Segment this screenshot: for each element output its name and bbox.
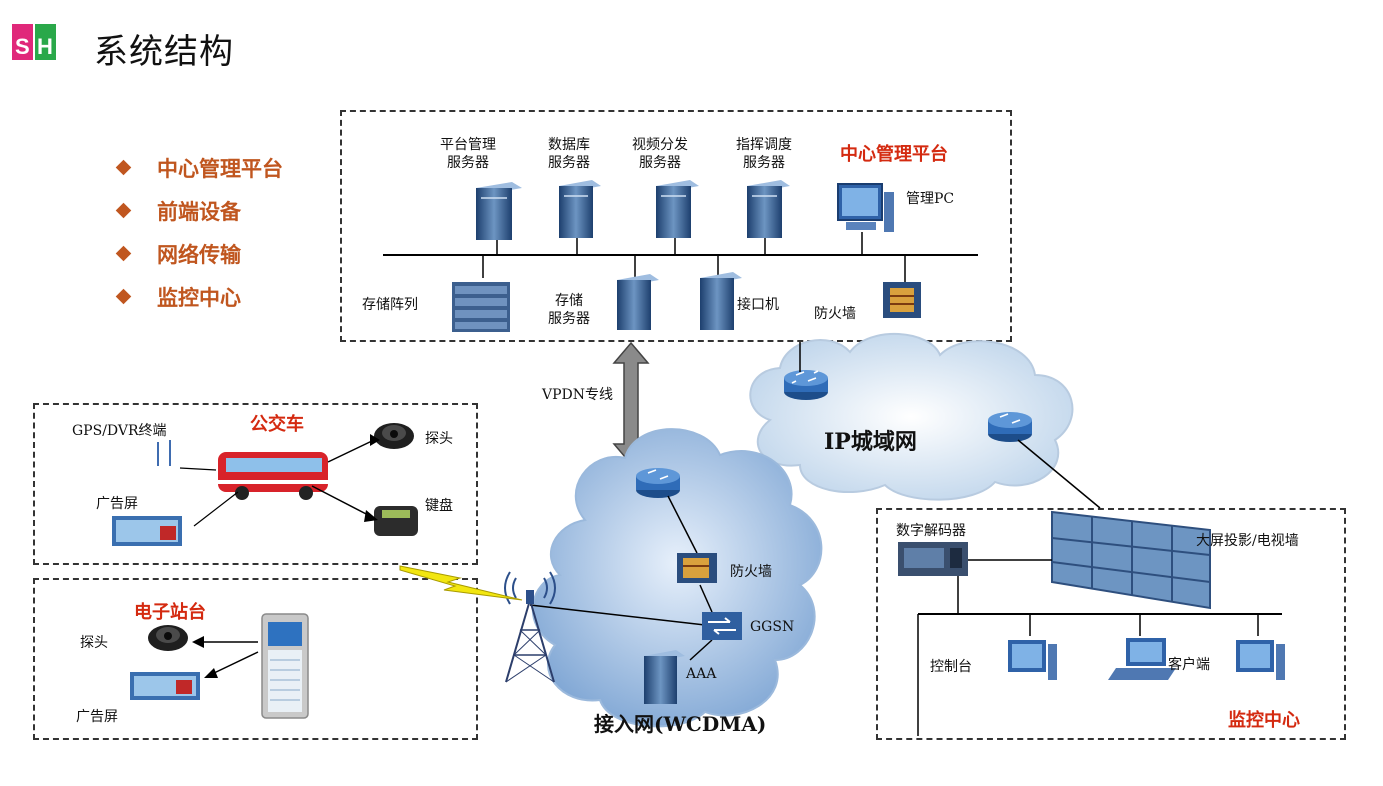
- svg-text:S: S: [15, 34, 30, 59]
- server-icon: [559, 180, 601, 238]
- bus-title: 公交车: [250, 414, 304, 435]
- router-icon: [636, 468, 680, 498]
- cell-tower-icon: [504, 571, 556, 683]
- display-wall-icon: [1051, 510, 1211, 610]
- console-label: 控制台: [930, 659, 972, 675]
- client-label: 客户端: [1168, 657, 1210, 673]
- page-title: 系统结构: [94, 32, 234, 72]
- ip-cloud-icon: [749, 332, 1074, 501]
- e-station-ad-screen-label: 广告屏: [76, 709, 118, 725]
- bullet-item: 中心管理平台: [115, 146, 283, 189]
- bullet-label: 网络传输: [157, 242, 241, 267]
- e-station-kiosk-icon: [261, 613, 309, 719]
- monitor-center-title: 监控中心: [1228, 710, 1300, 731]
- server-label: 数据库服务器: [548, 137, 590, 171]
- center-platform-title: 中心管理平台: [840, 144, 948, 165]
- sh-logo: S H: [12, 22, 58, 62]
- keyboard-device-icon: [374, 506, 418, 536]
- storage-server-label: 存储服务器: [548, 293, 590, 327]
- ad-screen-icon: [130, 672, 200, 700]
- router-icon: [784, 370, 828, 400]
- bullet-label: 监控中心: [157, 285, 241, 310]
- server-label: 平台管理服务器: [440, 137, 496, 171]
- bullet-label: 中心管理平台: [157, 156, 283, 181]
- server-icon: [747, 180, 790, 238]
- ad-screen-icon: [112, 516, 182, 546]
- firewall-label: 防火墙: [814, 306, 856, 322]
- monitor-pc-icon: [1236, 640, 1285, 680]
- camera-dome-icon: [374, 423, 414, 449]
- bullet-label: 前端设备: [157, 199, 241, 224]
- access-firewall-label: 防火墙: [730, 564, 772, 580]
- ggsn-label: GGSN: [750, 619, 795, 635]
- client-laptop-icon: [1108, 638, 1176, 680]
- gps-dvr-terminal-icon: [157, 440, 171, 466]
- aaa-label: AAA: [686, 666, 717, 682]
- server-icon: [617, 274, 659, 330]
- storage-array-icon: [452, 282, 510, 332]
- display-wall-label: 大屏投影/电视墙: [1196, 533, 1299, 549]
- bullet-item: 网络传输: [115, 232, 283, 275]
- server-icon: [656, 180, 699, 238]
- firewall-icon: [883, 282, 921, 318]
- server-label: 指挥调度服务器: [736, 137, 792, 171]
- gps-dvr-label: GPS/DVR终端: [72, 423, 167, 439]
- e-station-camera-label: 探头: [80, 635, 108, 651]
- keyboard-label: 键盘: [425, 498, 453, 514]
- access-network-title: 接入网(WCDMA): [594, 712, 767, 736]
- bullet-item: 前端设备: [115, 189, 283, 232]
- server-icon: [476, 182, 522, 240]
- bullet-list: 中心管理平台 前端设备 网络传输 监控中心: [115, 146, 283, 318]
- decoder-label: 数字解码器: [896, 523, 966, 539]
- bus-ad-screen-label: 广告屏: [96, 496, 138, 512]
- digital-decoder-icon: [898, 542, 968, 576]
- server-label: 视频分发服务器: [632, 137, 688, 171]
- svg-text:H: H: [37, 34, 53, 59]
- storage-array-label: 存储阵列: [362, 297, 418, 313]
- ip-network-label: IP城域网: [824, 429, 917, 455]
- server-icon: [700, 272, 742, 330]
- admin-pc-icon: [837, 183, 894, 232]
- interface-machine-label: 接口机: [737, 297, 779, 313]
- center-platform-box: [340, 110, 1012, 342]
- camera-dome-icon: [148, 625, 188, 651]
- router-icon: [988, 412, 1032, 442]
- e-station-box: [33, 578, 478, 740]
- bus-box: [33, 403, 478, 565]
- admin-pc-label: 管理PC: [906, 191, 955, 207]
- monitor-center-box: [876, 508, 1346, 740]
- lightning-icon: [399, 565, 523, 601]
- vpdn-label: VPDN专线: [542, 387, 614, 403]
- aaa-server-icon: [644, 650, 685, 704]
- e-station-title: 电子站台: [134, 602, 206, 623]
- bus-camera-label: 探头: [425, 431, 453, 447]
- console-pc-icon: [1008, 640, 1057, 680]
- bullet-item: 监控中心: [115, 275, 283, 318]
- firewall-icon: [677, 553, 717, 583]
- bus-icon: [218, 452, 328, 500]
- ggsn-switch-icon: [702, 612, 742, 640]
